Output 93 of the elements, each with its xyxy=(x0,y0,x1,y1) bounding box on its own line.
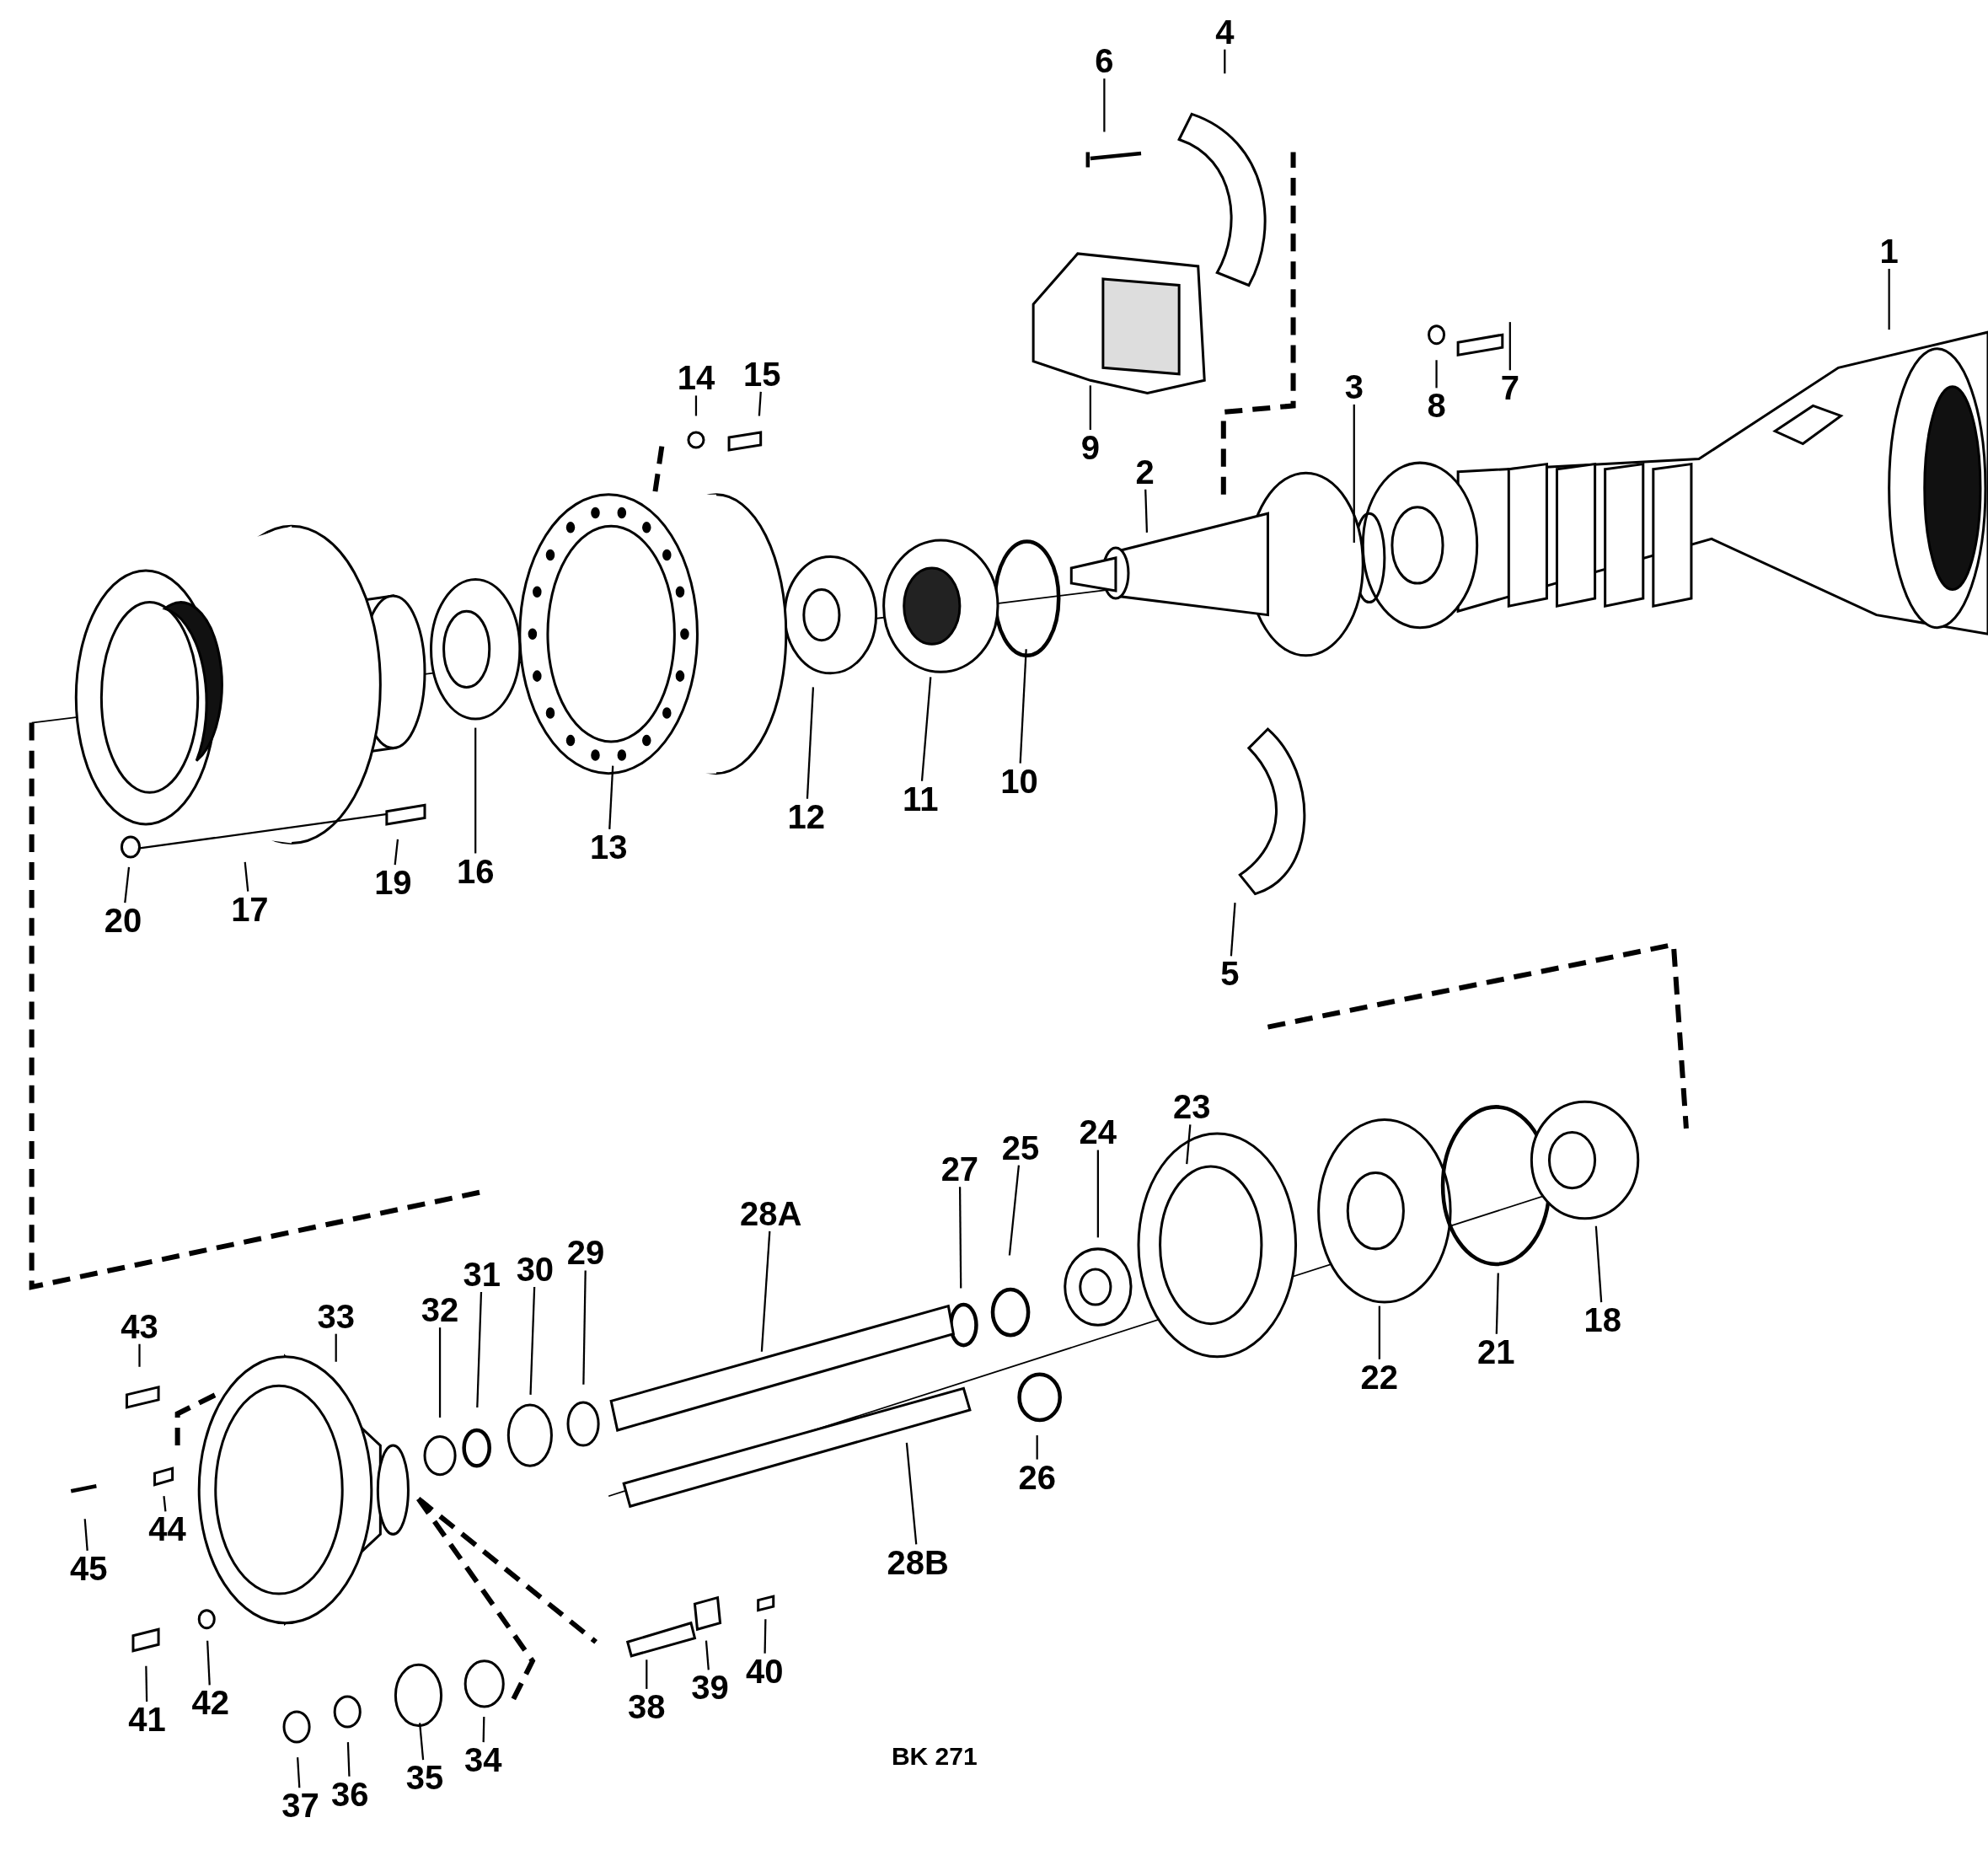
callout-number: 7 xyxy=(1500,371,1519,405)
leader-line xyxy=(438,1327,442,1418)
callout-number: 6 xyxy=(1095,44,1114,78)
leader-line xyxy=(1508,322,1511,371)
leader-line xyxy=(1089,385,1091,430)
leader-line xyxy=(1378,1305,1380,1359)
callout-number: 29 xyxy=(566,1236,605,1270)
callout-number: 39 xyxy=(691,1670,729,1705)
leader-line xyxy=(394,839,399,866)
leader-line xyxy=(1435,360,1438,389)
callout-number: 3 xyxy=(1344,369,1364,404)
callout-number: 43 xyxy=(121,1309,158,1343)
callout-number: 21 xyxy=(1477,1334,1515,1369)
leader-line xyxy=(920,677,932,781)
leader-line xyxy=(1096,1150,1099,1238)
leader-line xyxy=(806,687,815,799)
callout-number: 23 xyxy=(1172,1090,1211,1124)
callout-number: 2 xyxy=(1135,454,1155,489)
leader-line xyxy=(608,765,614,829)
leader-line xyxy=(1594,1225,1603,1303)
leader-line xyxy=(694,395,698,416)
drawing-code: BK 271 xyxy=(891,1742,978,1770)
callout-number: 42 xyxy=(191,1686,229,1720)
callout-number: 24 xyxy=(1079,1115,1117,1150)
leader-line xyxy=(124,866,131,903)
callout-number: 28B xyxy=(887,1545,949,1579)
callout-number: 4 xyxy=(1215,14,1235,49)
leader-line xyxy=(1224,49,1226,74)
callout-number: 9 xyxy=(1080,431,1100,465)
leader-line xyxy=(1888,268,1890,330)
callout-number: 20 xyxy=(104,903,142,938)
callout-number: 41 xyxy=(128,1702,166,1737)
callout-number: 25 xyxy=(1001,1130,1040,1165)
callout-number: 37 xyxy=(281,1788,319,1823)
leader-line xyxy=(482,1717,485,1743)
callout-number: 36 xyxy=(330,1777,369,1811)
callout-number: 45 xyxy=(70,1552,108,1585)
callout-number: 17 xyxy=(231,892,269,926)
callout-number: 18 xyxy=(1583,1303,1621,1338)
leader-line xyxy=(1144,489,1149,533)
leader-line xyxy=(346,1742,351,1777)
leader-line xyxy=(476,1292,483,1407)
leader-line xyxy=(206,1640,211,1686)
leader-line xyxy=(958,1187,962,1289)
callout-number: 13 xyxy=(589,829,628,864)
leader-line xyxy=(646,1659,648,1689)
callout-number: 12 xyxy=(787,799,826,834)
leader-line xyxy=(297,1757,301,1788)
leader-line xyxy=(335,1333,337,1362)
callout-number: 16 xyxy=(456,854,495,888)
leader-line xyxy=(764,1619,767,1654)
callout-number: 15 xyxy=(742,357,781,391)
leader-line xyxy=(705,1640,710,1670)
callout-number: 22 xyxy=(1360,1359,1399,1394)
callout-number: 1 xyxy=(1879,233,1899,268)
callout-number: 26 xyxy=(1018,1460,1056,1494)
leader-line xyxy=(145,1665,148,1702)
leader-line xyxy=(1353,404,1355,543)
leader-line xyxy=(1186,1124,1192,1165)
leader-line xyxy=(1495,1273,1499,1334)
leader-line xyxy=(474,727,477,854)
leader-line xyxy=(83,1519,88,1551)
leader-line xyxy=(1103,78,1106,132)
callout-number: 11 xyxy=(903,781,939,816)
leader-line xyxy=(1230,903,1236,957)
leader-line xyxy=(163,1496,167,1512)
callout-number: 31 xyxy=(463,1257,501,1291)
callout-number: 10 xyxy=(1000,764,1038,798)
callout-number: 27 xyxy=(940,1152,979,1187)
callout-number: 8 xyxy=(1427,389,1446,423)
callout-number: 34 xyxy=(464,1743,502,1777)
leader-line xyxy=(582,1270,587,1385)
leader-line xyxy=(758,391,762,416)
callout-number: 38 xyxy=(628,1690,666,1724)
leader-line xyxy=(138,1343,141,1367)
callout-number: 19 xyxy=(374,866,412,900)
callout-number: 30 xyxy=(516,1252,555,1286)
leader-line xyxy=(1036,1435,1038,1460)
callout-number: 33 xyxy=(317,1299,355,1333)
callout-number: 40 xyxy=(745,1654,784,1688)
callout-number: 14 xyxy=(677,361,715,395)
leader-line xyxy=(419,1723,425,1761)
leader-line xyxy=(1019,649,1027,764)
callout-number: 44 xyxy=(148,1512,186,1547)
leader-line xyxy=(760,1230,771,1352)
callout-number: 5 xyxy=(1220,957,1240,991)
callout-number: 28A xyxy=(740,1196,802,1230)
callout-number: 35 xyxy=(405,1761,444,1795)
leader-line xyxy=(905,1442,918,1545)
callout-number: 32 xyxy=(421,1293,459,1327)
leader-line xyxy=(1008,1165,1021,1256)
leader-line xyxy=(529,1286,536,1395)
leader-line xyxy=(244,861,249,892)
